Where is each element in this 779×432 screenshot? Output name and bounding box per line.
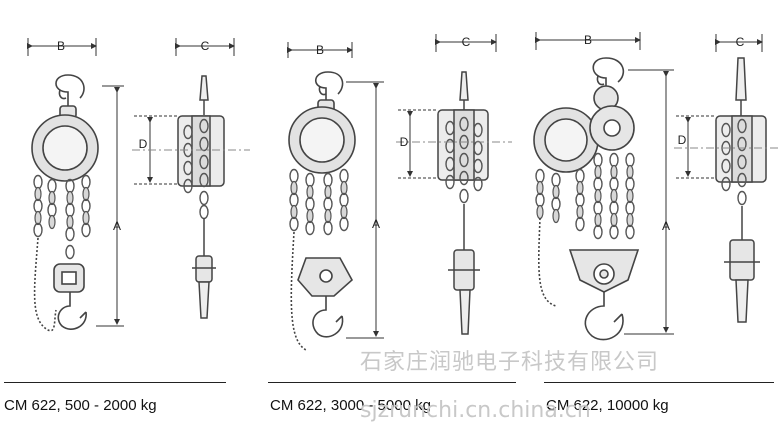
dimension-c-1 [132, 38, 250, 185]
diagram-2: B A C D [287, 34, 512, 351]
caption-rule-1 [4, 382, 226, 383]
front-view-3 [533, 57, 640, 341]
label-d-3: D [678, 133, 687, 147]
watermark-url: sjzrunchi.cn.china.cn [360, 398, 591, 423]
side-view-2 [437, 71, 489, 335]
caption-rule-3 [544, 382, 774, 383]
dimension-c-2 [396, 34, 512, 179]
front-view-1 [31, 74, 99, 332]
label-c-1: C [201, 39, 210, 53]
diagram-1: B A C D [27, 38, 250, 332]
caption-1: CM 622, 500 - 2000 kg [4, 397, 157, 414]
front-view-2 [288, 71, 356, 351]
label-b-3: B [584, 33, 592, 47]
side-view-3 [715, 57, 767, 323]
caption-3: CM 622, 10000 kg [546, 397, 669, 414]
dimension-a-1 [96, 85, 124, 327]
dimension-b-3 [535, 32, 641, 50]
dimension-b-1 [27, 38, 97, 56]
caption-2: CM 622, 3000 - 5000 kg [270, 397, 431, 414]
label-b-1: B [57, 39, 65, 53]
label-c-3: C [736, 35, 745, 49]
caption-rule-2 [268, 382, 516, 383]
watermark-company: 石家庄润驰电子科技有限公司 [360, 350, 660, 375]
side-view-1 [177, 75, 225, 319]
dimension-a-2 [346, 81, 384, 339]
label-d-2: D [400, 135, 409, 149]
dimension-c-3 [674, 34, 778, 179]
label-d-1: D [139, 137, 148, 151]
dimension-a-3 [624, 69, 674, 335]
label-a-2: A [372, 217, 380, 231]
dimension-b-2 [287, 42, 353, 58]
label-a-3: A [662, 219, 670, 233]
label-b-2: B [316, 43, 324, 57]
label-c-2: C [462, 35, 471, 49]
diagram-3: B A C D [533, 32, 778, 341]
label-a-1: A [113, 219, 121, 233]
